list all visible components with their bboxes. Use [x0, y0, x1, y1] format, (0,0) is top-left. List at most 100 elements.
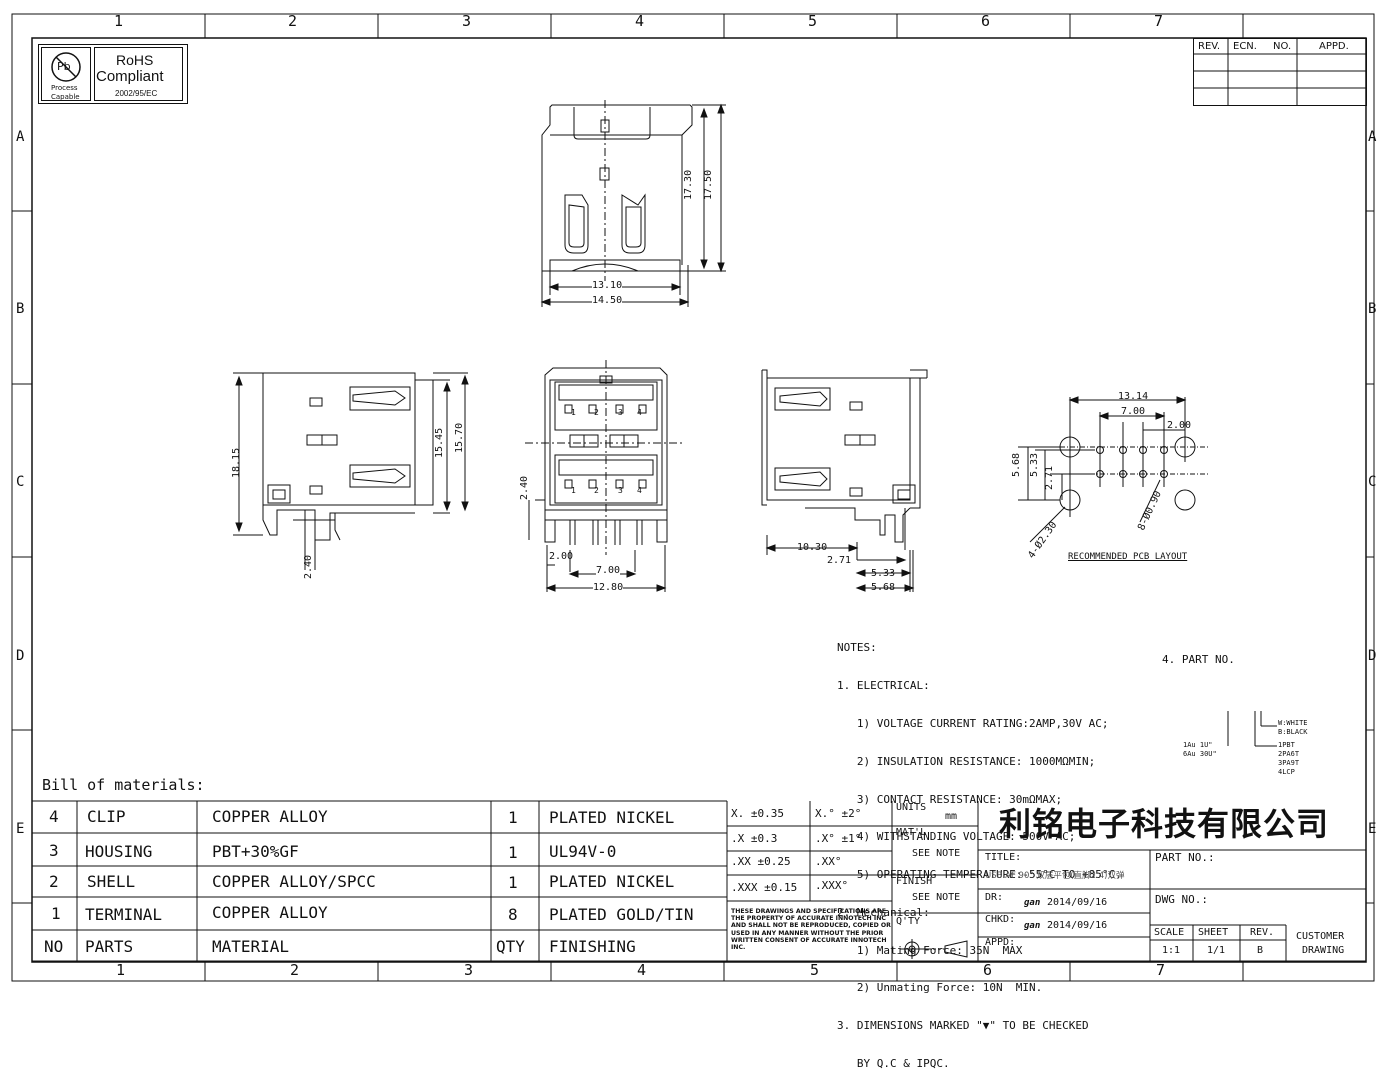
grid-number-top-4: 4	[635, 12, 645, 30]
front-pin-4b: 4	[637, 486, 642, 495]
units-value: mm	[945, 811, 958, 822]
company-name: 利铭电子科技有限公司	[999, 805, 1330, 843]
grid-letter-left-c: C	[16, 474, 25, 490]
dim-left-height-3: 15.70	[454, 422, 465, 453]
finish-label: FINISH	[896, 876, 933, 887]
title-value: USB AF 90° 双层平包(直脚2.4)双弹	[985, 871, 1125, 881]
front-pin-3b: 3	[618, 486, 623, 495]
part-no-plating-1: 1Au 1U"	[1183, 741, 1213, 749]
rohs-compliant: Compliant	[96, 68, 164, 85]
grid-number-bottom-7: 7	[1156, 961, 1166, 979]
scale-label: SCALE	[1154, 927, 1185, 938]
bom-cell-no: 3	[49, 841, 59, 860]
finish-value: SEE NOTE	[912, 892, 961, 903]
pb-free-icon	[51, 52, 81, 82]
bom-cell-finishing: PLATED NICKEL	[549, 872, 675, 891]
rohs-box: RoHS Compliant 2002/95/EC	[94, 47, 183, 101]
grid-number-bottom-1: 1	[116, 961, 126, 979]
dr-label: DR:	[985, 892, 1004, 903]
dim-right-depth: 10.30	[797, 542, 828, 553]
notes-line: 2) INSULATION RESISTANCE: 1000MΩMIN;	[837, 754, 1096, 768]
dim-top-width-outer: 14.50	[592, 295, 623, 306]
pcb-layout-caption: RECOMMENDED PCB LAYOUT	[1068, 552, 1188, 562]
notes-title: NOTES:	[837, 641, 877, 654]
rev-header-ecn: ECN.	[1233, 41, 1257, 52]
rev-header-no: NO.	[1273, 41, 1292, 52]
bom-cell-finishing: UL94V-0	[549, 842, 617, 861]
tolerance-cell: .XX°	[815, 855, 842, 868]
grid-letter-right-e: E	[1368, 821, 1377, 837]
dim-right-d3: 5.68	[871, 582, 896, 593]
pb-free-badge: Pb Process Capable	[41, 47, 91, 101]
rohs-title: RoHS	[116, 52, 154, 68]
bom-cell-qty: 1	[508, 843, 518, 862]
front-pin-4: 4	[637, 408, 642, 417]
grid-letter-left-a: A	[16, 129, 25, 145]
notes-line: 2) Unmating Force: 10N MIN.	[837, 981, 1043, 995]
part-no-material-3: 3PA9T	[1278, 759, 1300, 767]
dim-right-d1: 2.71	[827, 555, 852, 566]
bom-cell-material: PBT+30%GF	[212, 842, 299, 861]
rev-value: B	[1257, 945, 1264, 956]
pb-badge-line2: Capable	[51, 93, 80, 101]
bom-cell-qty: 1	[508, 873, 518, 892]
pb-symbol: Pb	[57, 60, 71, 73]
dim-pcb-span: 7.00	[1121, 406, 1146, 417]
tolerance-cell: .XXX ±0.15	[731, 881, 798, 894]
bom-cell-qty: 8	[508, 905, 518, 924]
grid-number-bottom-2: 2	[290, 961, 300, 979]
grid-number-top-1: 1	[114, 12, 124, 30]
bom-cell-no: 2	[49, 872, 59, 891]
notes-line: BY Q.C & IPQC.	[837, 1057, 950, 1070]
chkd-date: 2014/09/16	[1047, 920, 1108, 931]
grid-letter-right-b: B	[1368, 301, 1377, 317]
dim-right-d2: 5.33	[871, 568, 896, 579]
bom-cell-finishing: PLATED NICKEL	[549, 808, 675, 827]
part-no-color-w: W:WHITE	[1278, 719, 1308, 727]
front-pin-2b: 2	[594, 486, 599, 495]
qty-label: Q'TY	[896, 916, 921, 927]
title-label: TITLE:	[985, 852, 1022, 863]
part-no-color-b: B:BLACK	[1278, 728, 1308, 736]
bom-header-finishing: FINISHING	[549, 937, 636, 956]
tolerance-cell: .XXX°	[815, 879, 849, 892]
grid-number-top-5: 5	[808, 12, 818, 30]
dr-date: 2014/09/16	[1047, 897, 1108, 908]
chkd-name: gan	[1024, 921, 1041, 931]
units-label: UNITS	[896, 802, 927, 813]
tolerance-cell: .X ±0.3	[731, 832, 778, 845]
bom-cell-finishing: PLATED GOLD/TIN	[549, 905, 694, 924]
part-no-title: 4. PART NO.	[1162, 653, 1235, 666]
pcb-layout-drawing	[1018, 396, 1210, 543]
dim-pcb-h3: 2.71	[1044, 465, 1055, 490]
part-no-leaders	[1227, 711, 1277, 747]
bom-cell-no: 1	[51, 904, 61, 923]
grid-number-top-3: 3	[462, 12, 472, 30]
grid-number-top-6: 6	[981, 12, 991, 30]
notes-line: 1. ELECTRICAL:	[837, 679, 930, 693]
dr-name: gan	[1024, 898, 1041, 908]
disclaimer-text: THESE DRAWINGS AND SPECIFICATIONS ARE TH…	[731, 908, 891, 952]
front-view-drawing	[525, 360, 685, 592]
part-no-material-1: 1PBT	[1278, 741, 1295, 749]
notes-line: 3. DIMENSIONS MARKED "▼" TO BE CHECKED	[837, 1019, 1089, 1033]
grid-number-top-2: 2	[288, 12, 298, 30]
pb-badge-line1: Process	[51, 84, 78, 92]
rev-header-appd: APPD.	[1319, 41, 1349, 52]
dim-pcb-width: 13.14	[1118, 391, 1149, 402]
grid-number-bottom-3: 3	[464, 961, 474, 979]
dim-pcb-h1: 5.68	[1011, 452, 1022, 477]
dim-pcb-pitch: 2.00	[1167, 420, 1192, 431]
grid-letter-right-a: A	[1368, 129, 1377, 145]
matl-label: MAT'L	[896, 827, 927, 838]
bom-cell-qty: 1	[508, 808, 518, 827]
part-no-plating-2: 6Au 30U"	[1183, 750, 1217, 758]
part-no-material-4: 4LCP	[1278, 768, 1295, 776]
grid-letter-left-b: B	[16, 301, 25, 317]
dim-left-height-1: 18.15	[231, 447, 242, 478]
sheet-label: SHEET	[1198, 927, 1229, 938]
dim-top-width-inner: 13.10	[592, 280, 623, 291]
dwg-no-label: DWG NO.:	[1155, 893, 1208, 906]
notes-line: 4) WITHSTANDING VOLTAGE: 500V AC;	[837, 830, 1076, 844]
right-side-view-drawing	[761, 369, 928, 592]
